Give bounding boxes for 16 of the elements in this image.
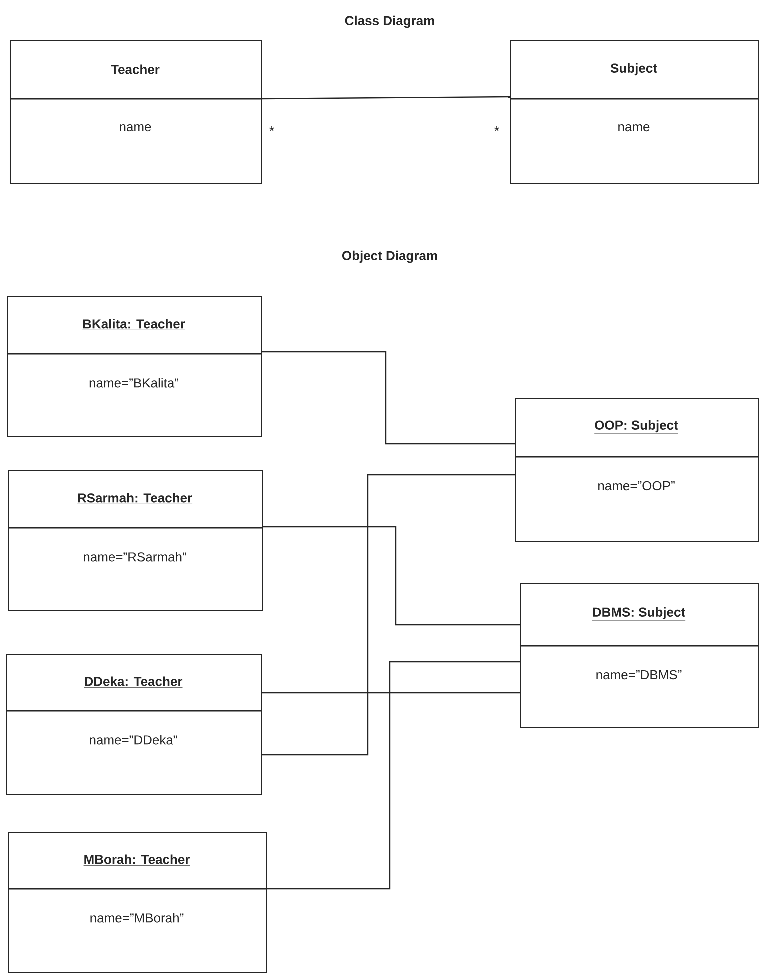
title: Class Diagram [345,16,434,28]
object-box: RSarmah: Teacher name=”RSarmah” [8,470,264,612]
object-box: MBorah: Teacher name=”MBorah” [8,832,268,973]
object-box: DDeka: Teacher name=”DDeka” [6,654,262,796]
connector-line [262,96,510,100]
connector-line [262,692,520,694]
class-box: Subject name [510,40,759,184]
connector-line [262,351,515,445]
object-box: DBMS: Subject name=”DBMS” [520,583,759,728]
object-box: OOP: Subject name=”OOP” [515,398,759,542]
connector-line [263,526,520,626]
section-heading: Object Diagram [342,250,438,264]
connector-line [267,661,520,890]
object-box: BKalita: Teacher name=”BKalita” [7,296,262,438]
connector-line [262,474,515,756]
class-box: Teacher name [10,40,262,184]
